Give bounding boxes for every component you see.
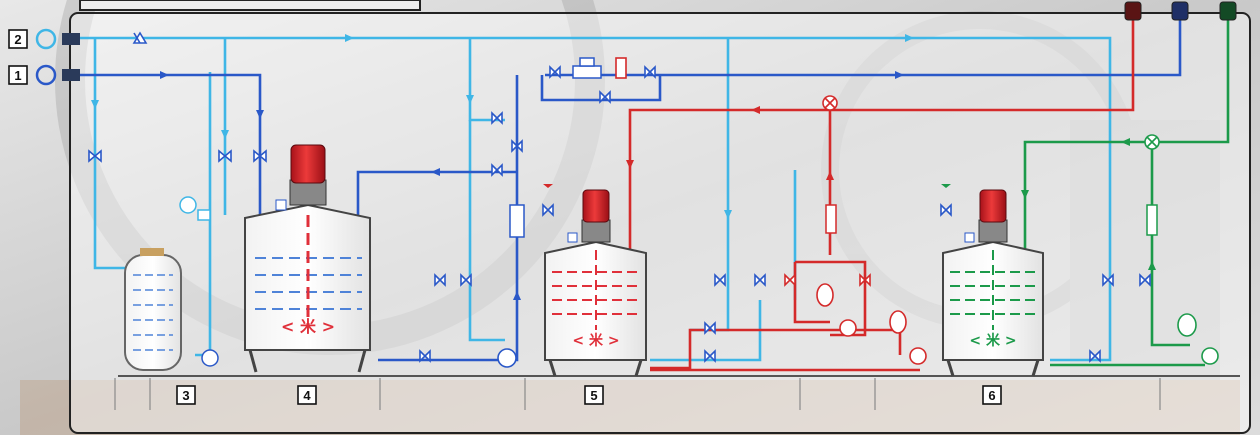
input-label-1: 1	[8, 64, 80, 86]
pump-red-1	[839, 319, 857, 337]
green-arrows	[1021, 138, 1156, 270]
tank-6-motor	[979, 189, 1007, 223]
tank-4-mixer-symbol: < 米 >	[281, 317, 335, 336]
tank-3-number: 3	[182, 388, 189, 403]
dark-blue-lines	[80, 15, 1182, 362]
pump-green	[1201, 347, 1219, 365]
tank-4: < 米 >	[244, 144, 371, 373]
pump-red-2	[909, 347, 927, 365]
outlet-blue	[1171, 1, 1189, 21]
light-blue-arrows	[91, 34, 914, 219]
dark-blue-arrows	[160, 71, 904, 300]
input-1-number: 1	[14, 68, 21, 83]
tank-5-tag: 5	[584, 385, 604, 405]
input-2-connector	[62, 33, 80, 45]
tank-3-tag: 3	[176, 385, 196, 405]
input-2-number: 2	[14, 32, 21, 47]
tank-4-number: 4	[303, 388, 311, 403]
tank-5: < 米 >	[543, 184, 647, 377]
outlet-green	[1219, 1, 1237, 21]
pressure-regulator	[572, 57, 602, 79]
tank-5-mixer-symbol: < 米 >	[572, 332, 619, 349]
tank-3	[124, 196, 219, 371]
valves	[88, 31, 1151, 363]
tank-6-tag: 6	[982, 385, 1002, 405]
tank-5-motor	[582, 189, 610, 223]
title-plate	[79, 0, 421, 11]
input-2-pump-icon	[35, 28, 57, 50]
tank-4-tag: 4	[297, 385, 317, 405]
outlet-connectors	[1124, 1, 1237, 21]
expansion-vessels	[816, 283, 1197, 337]
red-valves	[615, 57, 871, 287]
tank-number-tags: 3 4 5 6	[176, 385, 1002, 405]
drain-lines	[114, 378, 1161, 410]
pumps	[497, 319, 1219, 368]
tank-6-number: 6	[988, 388, 995, 403]
outlet-red	[1124, 1, 1142, 21]
red-arrows	[626, 106, 834, 180]
input-1-pump-icon	[35, 64, 57, 86]
green-valves	[1144, 134, 1160, 150]
flowmeters	[509, 204, 1158, 238]
tank-5-number: 5	[590, 388, 597, 403]
tank-6-mixer-symbol: < 米 >	[969, 332, 1016, 349]
pump-tank-4	[497, 348, 517, 368]
tank-6: < 米 >	[941, 184, 1044, 377]
input-1-connector	[62, 69, 80, 81]
tank-4-motor	[290, 144, 326, 184]
input-label-2: 2	[8, 28, 80, 50]
